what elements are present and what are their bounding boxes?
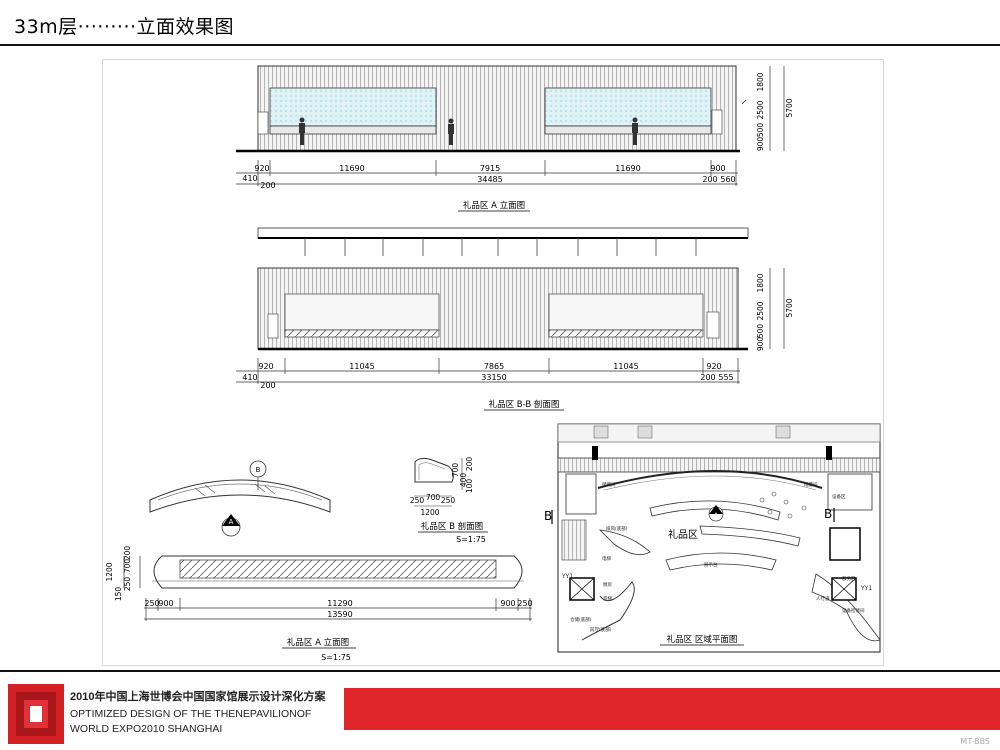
- plan-label-7: 排风(底部): [606, 525, 628, 532]
- plan-marker-b-left: B: [544, 509, 552, 523]
- page-title: 33m层·········立面效果图: [14, 16, 235, 38]
- sec-bb-dim-3: 7865: [484, 362, 504, 371]
- counter-marker-b: B: [256, 466, 261, 474]
- elev-a-sub-2: 200: [260, 181, 275, 190]
- footer-title-en-1: OPTIMIZED DESIGN OF THE THENEPAVILIONOF: [70, 708, 312, 720]
- elev-a-dim-3: 7915: [480, 164, 500, 173]
- counter-total: 13590: [327, 610, 352, 619]
- drawing-sheet-border: [102, 59, 884, 666]
- counter-dim-3: 11290: [327, 599, 352, 608]
- sec-bb-caption: 礼品区 B-B 剖面图: [489, 399, 560, 410]
- counter-marker-a: A: [229, 518, 234, 526]
- sec-bb-dim-5: 920: [706, 362, 721, 371]
- page-header: 33m层·········立面效果图: [0, 0, 1000, 48]
- sec-b-right-dim-1: 700: [451, 463, 460, 478]
- sec-bb-right-dim-3: 500: [756, 324, 765, 339]
- sec-bb-sub-3: 200: [700, 373, 715, 382]
- elev-a-right-dim-3: 500: [756, 123, 765, 138]
- plan-label-10: 前厅(底部): [590, 626, 612, 633]
- sec-bb-sub-1: 410: [242, 373, 257, 382]
- elev-a-sub-4: 560: [720, 175, 735, 184]
- sec-bb-dim-4: 11045: [613, 362, 638, 371]
- counter-elevation-drawing: [123, 555, 524, 589]
- sec-b-caption: 礼品区 B 剖面图: [421, 521, 483, 532]
- sec-b-right-dim-4: 100: [465, 479, 474, 494]
- sec-b-total: 1200: [420, 508, 439, 517]
- elev-a-right-dim-4: 900: [756, 137, 765, 152]
- sec-bb-dim-2: 11045: [349, 362, 374, 371]
- plan-label-15: YY1: [860, 585, 872, 592]
- sec-bb-sub-2: 200: [260, 381, 275, 390]
- counter-left-dim-3: 250: [123, 577, 132, 592]
- counter-dim-2: 900: [158, 599, 173, 608]
- section-bb-drawing: [257, 227, 785, 351]
- footer-red-band: [344, 688, 1000, 730]
- footer: 2010年中国上海世博会中国国家馆展示设计深化方案 OPTIMIZED DESI…: [0, 676, 1000, 750]
- footer-title-en-2: WORLD EXPO2010 SHANGHAI: [70, 723, 223, 735]
- elev-a-caption: 礼品区 A 立面图: [463, 200, 525, 211]
- sec-b-bottom-dim-2: 700: [426, 493, 441, 502]
- header-divider: [0, 44, 1000, 46]
- sec-b-bottom-dim-1: 250: [410, 496, 425, 505]
- plan-caption: 礼品区 区域平面图: [667, 634, 738, 645]
- footer-title-cn: 2010年中国上海世博会中国国家馆展示设计深化方案: [70, 691, 326, 703]
- plan-label-4: 厨房: [603, 581, 612, 588]
- elev-a-right-dim-1: 1800: [756, 72, 765, 91]
- sec-bb-right-dim-2: 2500: [756, 301, 765, 320]
- sec-b-scale: S=1:75: [456, 535, 486, 544]
- sec-bb-total: 33150: [481, 373, 506, 382]
- expo-logo: [8, 684, 64, 744]
- counter-left-dim-2: 150: [114, 587, 123, 602]
- elev-a-dim-4: 11690: [615, 164, 640, 173]
- sec-b-bottom-dim-3: 250: [441, 496, 456, 505]
- counter-plan-drawing: [149, 460, 331, 537]
- counter-left-dim-1: 1200: [105, 562, 114, 581]
- plan-marker-a: A: [714, 512, 719, 519]
- plan-label-2: 储藏间: [804, 481, 818, 488]
- floor-plan-drawing: [551, 423, 881, 653]
- plan-label-1: 储藏间: [602, 481, 616, 488]
- plan-label-3: 电梯: [602, 555, 611, 562]
- sec-bb-sub-4: 555: [718, 373, 733, 382]
- elev-a-dim-1: 920: [254, 164, 269, 173]
- plan-label-5: 设备检修间: [842, 607, 865, 614]
- sec-bb-right-dim-total: 5700: [785, 298, 794, 317]
- plan-label-9: 设备区: [832, 493, 846, 500]
- section-b-drawing: [414, 457, 463, 507]
- plan-label-6: 服务区: [842, 575, 856, 582]
- sec-bb-right-dim-1: 1800: [756, 273, 765, 292]
- elev-a-total: 34485: [477, 175, 502, 184]
- plan-label-12: 货梯: [603, 595, 612, 602]
- counter-left-dim-4: 700: [123, 559, 132, 574]
- plan-label-14: YY1: [561, 573, 573, 580]
- plan-area-label: 礼品区: [668, 528, 698, 541]
- counter-dim-4: 900: [500, 599, 515, 608]
- sec-bb-right-dim-4: 900: [756, 337, 765, 352]
- plan-label-11: 仓储(底部): [570, 616, 592, 623]
- sec-bb-dim-1: 920: [258, 362, 273, 371]
- elev-a-sub-1: 410: [242, 174, 257, 183]
- plan-marker-b-right: B: [824, 507, 832, 521]
- counter-left-dim-5: 200: [123, 546, 132, 561]
- plan-label-13: 人行道: [816, 595, 830, 602]
- elevation-a-drawing: [236, 65, 785, 153]
- elev-a-right-dim-2: 2500: [756, 100, 765, 119]
- counter-scale: S=1:75: [321, 653, 351, 662]
- watermark: MT-BBS: [960, 737, 990, 746]
- counter-dim-5: 250: [517, 599, 532, 608]
- counter-dim-1: 250: [144, 599, 159, 608]
- elev-a-dim-5: 900: [710, 164, 725, 173]
- footer-divider: [0, 670, 1000, 672]
- plan-label-8: 展示台: [704, 561, 718, 568]
- elev-a-sub-3: 200: [702, 175, 717, 184]
- sec-b-right-dim-3: 200: [465, 457, 474, 472]
- elev-a-dim-2: 11690: [339, 164, 364, 173]
- sec-b-right-dim-2: 400: [459, 473, 468, 488]
- elev-a-right-dim-total: 5700: [785, 98, 794, 117]
- counter-caption: 礼品区 A 立面图: [287, 637, 349, 648]
